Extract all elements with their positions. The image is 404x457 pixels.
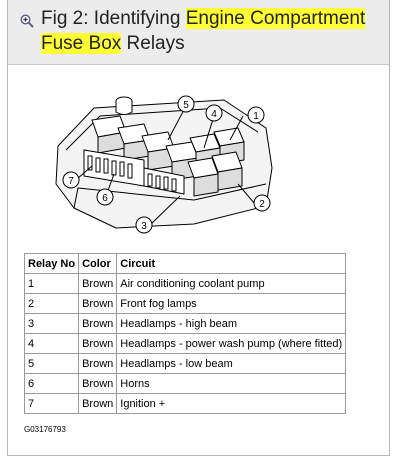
table-header-row: Relay No Color Circuit — [23, 253, 347, 274]
table-row: 4 Brown Headlamps - power wash pump (whe… — [23, 333, 347, 354]
relay-circuit: Headlamps - low beam — [116, 353, 347, 374]
relay-number: 1 — [23, 273, 80, 294]
relay-color: Brown — [78, 313, 118, 334]
table-row: 5 Brown Headlamps - low beam — [23, 353, 347, 374]
relay-color: Brown — [78, 353, 118, 374]
relay-color: Brown — [78, 333, 118, 354]
table-row: 6 Brown Horns — [23, 373, 347, 394]
relay-circuit: Horns — [116, 373, 347, 394]
table-row: 3 Brown Headlamps - high beam — [23, 313, 347, 334]
relay-number: 6 — [23, 373, 80, 394]
figure-reference-code: G03176793 — [24, 425, 66, 434]
title-prefix: Fig 2: Identifying — [41, 8, 186, 29]
relay-circuit: Ignition + — [116, 393, 347, 414]
callout-2: 2 — [259, 199, 265, 210]
relay-color: Brown — [78, 373, 118, 394]
title-highlight-engine-compartment: Engine Compartment — [185, 8, 366, 29]
table-row: 7 Brown Ignition + — [23, 393, 347, 414]
callout-1: 1 — [253, 111, 259, 122]
relay-circuit: Air conditioning coolant pump — [116, 273, 347, 294]
relay-table: Relay No Color Circuit 1 Brown Air condi… — [23, 253, 347, 414]
relay-color: Brown — [78, 273, 118, 294]
callout-3: 3 — [141, 221, 147, 232]
callout-5: 5 — [183, 100, 189, 111]
relay-number: 3 — [23, 313, 80, 334]
table-row: 2 Brown Front fog lamps — [23, 293, 347, 314]
callout-7: 7 — [68, 176, 74, 187]
relay-number: 4 — [23, 333, 80, 354]
title-suffix: Relays — [121, 33, 185, 54]
fuse-box-diagram: 1 2 3 4 5 6 7 — [55, 95, 273, 234]
callout-6: 6 — [102, 193, 108, 204]
relay-color: Brown — [78, 393, 118, 414]
relay-circuit: Headlamps - power wash pump (where fitte… — [116, 333, 347, 354]
relay-circuit: Front fog lamps — [116, 293, 347, 314]
relay-number: 2 — [23, 293, 80, 314]
table-row: 1 Brown Air conditioning coolant pump — [23, 273, 347, 294]
relay-circuit: Headlamps - high beam — [116, 313, 347, 334]
callout-4: 4 — [211, 109, 217, 120]
column-header-circuit: Circuit — [116, 253, 347, 274]
column-header-relay-no: Relay No — [23, 253, 80, 274]
column-header-color: Color — [78, 253, 118, 274]
relay-number: 7 — [23, 393, 80, 414]
relay-color: Brown — [78, 293, 118, 314]
relay-number: 5 — [23, 353, 80, 374]
zoom-in-icon[interactable] — [20, 14, 34, 28]
title-highlight-fuse-box: Fuse Box — [41, 33, 122, 54]
